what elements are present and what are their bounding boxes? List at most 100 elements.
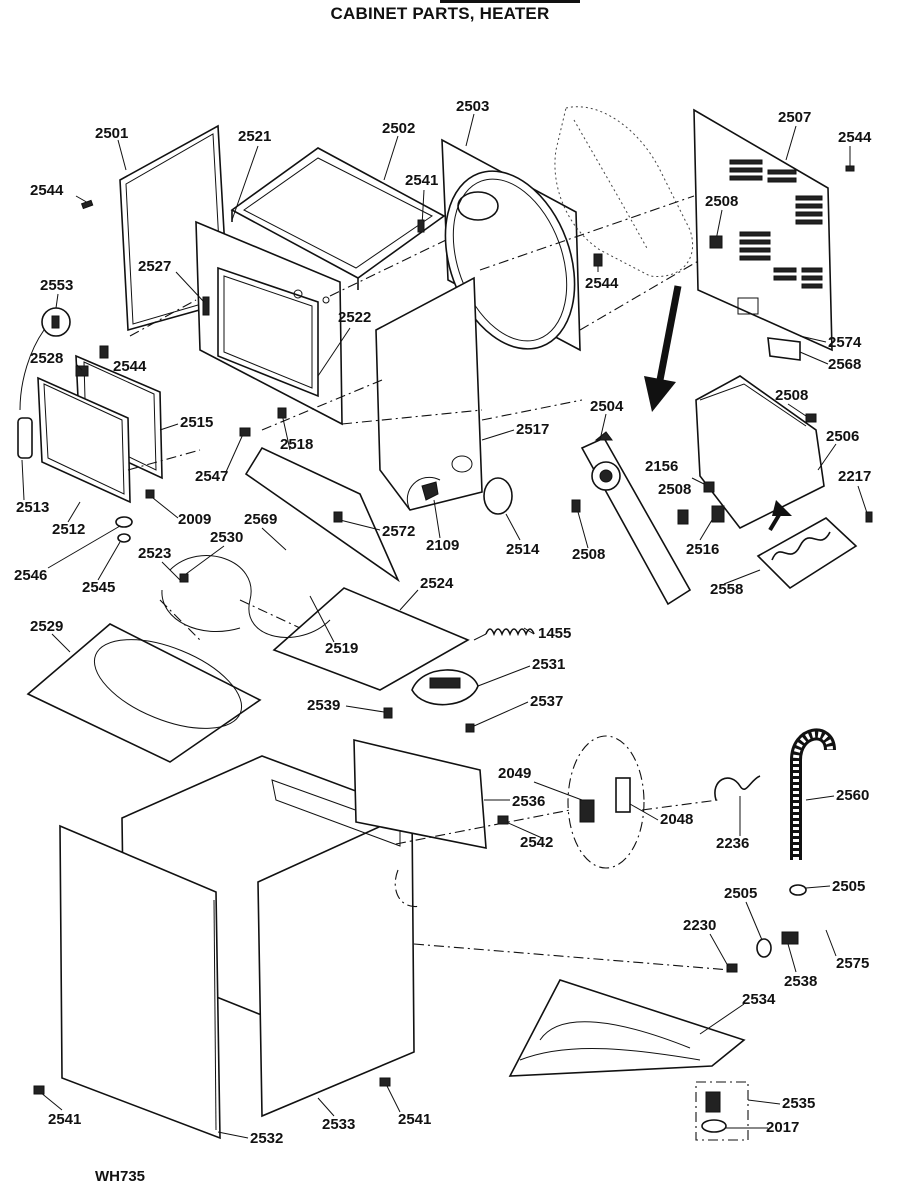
part-label-2507: 2507 bbox=[778, 109, 811, 126]
part-label-2503: 2503 bbox=[456, 98, 489, 115]
part-2536-access-panel bbox=[353, 738, 487, 849]
part-label-2529: 2529 bbox=[30, 618, 63, 635]
part-2513-handle bbox=[17, 417, 33, 459]
part-label-2508a: 2508 bbox=[705, 193, 738, 210]
screws bbox=[33, 165, 873, 1095]
parts-2505-2538-fittings bbox=[726, 884, 807, 973]
part-2524-panel bbox=[272, 587, 470, 691]
small-arrow bbox=[768, 500, 792, 532]
part-2569-plate bbox=[244, 446, 400, 583]
diagram-title: CABINET PARTS, HEATER bbox=[330, 4, 550, 23]
part-label-2545: 2545 bbox=[82, 579, 115, 596]
part-2532-side-panel bbox=[59, 824, 221, 1140]
part-label-2521: 2521 bbox=[238, 128, 271, 145]
part-1455-spring bbox=[473, 628, 535, 641]
part-label-2517: 2517 bbox=[516, 421, 549, 438]
cut-off-header-fragment bbox=[440, 0, 580, 3]
part-label-2217: 2217 bbox=[838, 468, 871, 485]
part-label-2535: 2535 bbox=[782, 1095, 815, 1112]
part-label-2505b: 2505 bbox=[832, 878, 865, 895]
part-label-2523: 2523 bbox=[138, 545, 171, 562]
part-label-2230: 2230 bbox=[683, 917, 716, 934]
part-label-1455: 1455 bbox=[538, 625, 571, 642]
part-label-2049: 2049 bbox=[498, 765, 531, 782]
assembly-dash-lines bbox=[127, 195, 731, 971]
part-label-2560: 2560 bbox=[836, 787, 869, 804]
detail-2535-foot bbox=[695, 1081, 749, 1141]
part-2504-bracket bbox=[580, 431, 692, 606]
part-2506-heater-housing bbox=[695, 375, 825, 530]
part-label-2528: 2528 bbox=[30, 350, 63, 367]
part-label-2539: 2539 bbox=[307, 697, 340, 714]
part-label-2531: 2531 bbox=[532, 656, 565, 673]
part-2558-heater-element bbox=[756, 517, 858, 590]
part-label-2541c: 2541 bbox=[398, 1111, 431, 1128]
part-2109-fitting bbox=[421, 481, 439, 501]
part-label-2505a: 2505 bbox=[724, 885, 757, 902]
part-label-2527: 2527 bbox=[138, 258, 171, 275]
part-label-2541a: 2541 bbox=[405, 172, 438, 189]
part-label-2109: 2109 bbox=[426, 537, 459, 554]
part-2531-housing bbox=[411, 669, 479, 706]
part-2528-hinge bbox=[75, 365, 89, 377]
part-labels: 2501 2521 2502 2503 2507 2544 2544 2541 2508 2527… bbox=[14, 98, 872, 1147]
part-label-2534: 2534 bbox=[742, 991, 776, 1008]
part-label-2501: 2501 bbox=[95, 125, 128, 142]
part-label-2156: 2156 bbox=[645, 458, 678, 475]
part-label-2568: 2568 bbox=[828, 356, 861, 373]
part-label-2544c: 2544 bbox=[585, 275, 619, 292]
ghost-drum-outline bbox=[554, 106, 694, 277]
part-label-2506: 2506 bbox=[826, 428, 859, 445]
part-label-2508d: 2508 bbox=[572, 546, 605, 563]
part-2507-back-panel bbox=[693, 108, 833, 352]
part-label-2533: 2533 bbox=[322, 1116, 355, 1133]
part-label-2518: 2518 bbox=[280, 436, 313, 453]
part-label-2553: 2553 bbox=[40, 277, 73, 294]
part-label-2546: 2546 bbox=[14, 567, 47, 584]
diagram-code: WH735 bbox=[95, 1168, 146, 1185]
part-label-2502: 2502 bbox=[382, 120, 415, 137]
part-label-2512: 2512 bbox=[52, 521, 85, 538]
part-label-2009: 2009 bbox=[178, 511, 211, 528]
part-label-2504: 2504 bbox=[590, 398, 624, 415]
part-label-2513: 2513 bbox=[16, 499, 49, 516]
part-label-2544a: 2544 bbox=[838, 129, 872, 146]
part-label-2532: 2532 bbox=[250, 1130, 283, 1147]
part-label-2544b: 2544 bbox=[30, 182, 64, 199]
part-label-2519: 2519 bbox=[325, 640, 358, 657]
part-label-2544d: 2544 bbox=[113, 358, 147, 375]
part-label-2236: 2236 bbox=[716, 835, 749, 852]
part-label-2516: 2516 bbox=[686, 541, 719, 558]
part-label-2575: 2575 bbox=[836, 955, 869, 972]
part-2512-door bbox=[37, 376, 131, 504]
assembly-arrow bbox=[644, 285, 682, 412]
part-2503-drum bbox=[441, 138, 581, 352]
part-2560-hose bbox=[790, 728, 836, 860]
part-2534-base bbox=[508, 979, 746, 1077]
part-label-2514: 2514 bbox=[506, 541, 540, 558]
part-label-2547: 2547 bbox=[195, 468, 228, 485]
part-label-2524: 2524 bbox=[420, 575, 454, 592]
part-2514-ring bbox=[483, 477, 513, 515]
part-2527-bracket bbox=[202, 296, 210, 316]
part-2236-wire bbox=[714, 775, 761, 801]
part-label-2017: 2017 bbox=[766, 1119, 799, 1136]
leader-lines bbox=[21, 113, 869, 1139]
detail-2048-2049 bbox=[567, 735, 645, 869]
part-label-2048: 2048 bbox=[660, 811, 693, 828]
part-label-2558: 2558 bbox=[710, 581, 743, 598]
part-label-2574: 2574 bbox=[828, 334, 862, 351]
part-label-2538: 2538 bbox=[784, 973, 817, 990]
part-2502-top-panel bbox=[230, 147, 446, 290]
part-label-2572: 2572 bbox=[382, 523, 415, 540]
part-label-2536: 2536 bbox=[512, 793, 545, 810]
part-label-2537: 2537 bbox=[530, 693, 563, 710]
part-label-2515: 2515 bbox=[180, 414, 213, 431]
part-label-2542: 2542 bbox=[520, 834, 553, 851]
part-label-2522: 2522 bbox=[338, 309, 371, 326]
part-2568-bracket bbox=[767, 337, 801, 361]
part-2517-side-panel bbox=[375, 276, 483, 511]
part-label-2508c: 2508 bbox=[658, 481, 691, 498]
back-panel-louvers bbox=[729, 159, 823, 289]
